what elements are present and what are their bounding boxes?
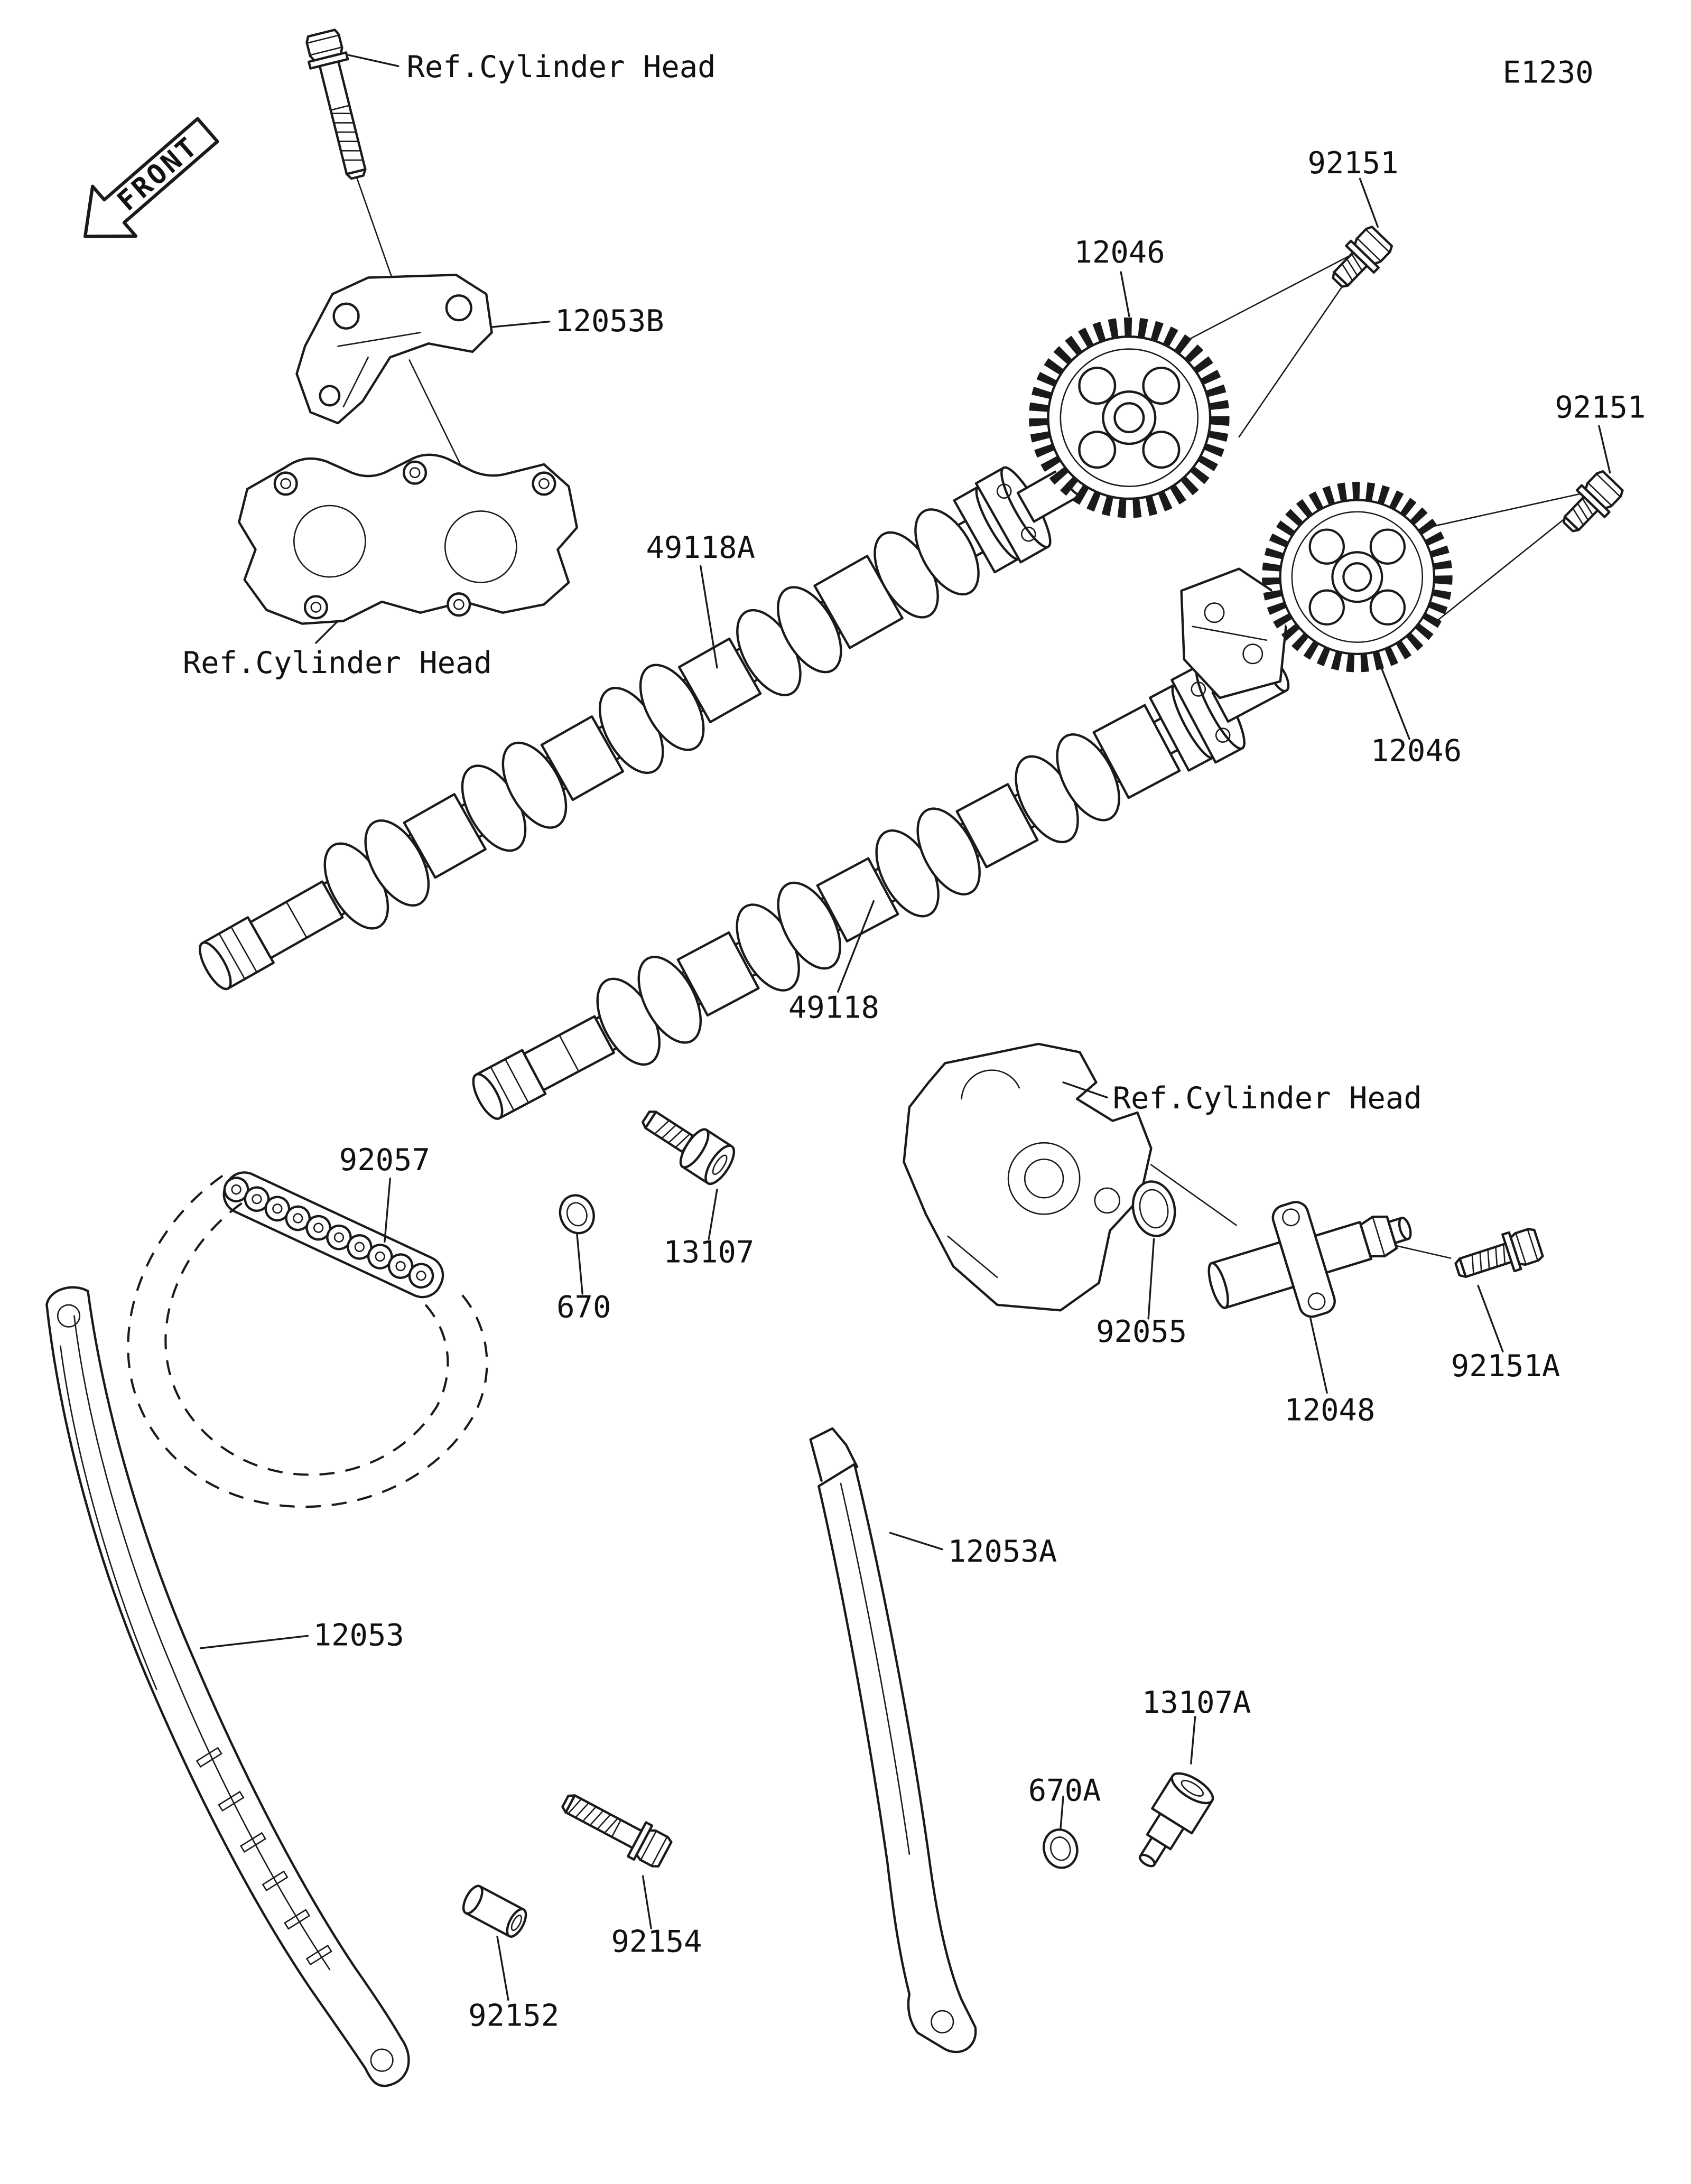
chain-tensioner-12048 bbox=[1207, 1201, 1412, 1318]
front-arrow: FRONT bbox=[83, 117, 219, 238]
label-ref-cylinder-head-top: Ref.Cylinder Head bbox=[406, 50, 716, 85]
bolt-13107-icon bbox=[642, 1110, 736, 1186]
o-ring-670 bbox=[555, 1190, 599, 1238]
bolt-92151a-icon bbox=[1452, 1225, 1545, 1287]
label-12046-bottom: 12046 bbox=[1371, 734, 1462, 769]
label-92152: 92152 bbox=[468, 1999, 559, 2033]
label-670: 670 bbox=[556, 1290, 611, 1324]
label-670a: 670A bbox=[1028, 1773, 1101, 1808]
label-12053b: 12053B bbox=[555, 304, 664, 339]
camshaft-holder-casting bbox=[238, 453, 579, 625]
cam-sprocket-top-12046 bbox=[1038, 327, 1220, 508]
label-92055: 92055 bbox=[1096, 1314, 1187, 1349]
bolt-92154-icon bbox=[556, 1785, 674, 1871]
diagram-code: E1230 bbox=[1503, 55, 1594, 90]
label-12053a: 12053A bbox=[948, 1534, 1057, 1569]
label-92154: 92154 bbox=[611, 1924, 702, 1959]
o-ring-670a bbox=[1039, 1826, 1081, 1871]
label-12053: 12053 bbox=[313, 1618, 404, 1653]
collar-92152-icon bbox=[462, 1884, 527, 1938]
label-92151-top: 92151 bbox=[1307, 146, 1398, 181]
bolt-13107a-icon bbox=[1138, 1772, 1214, 1868]
camshaft-end-plate bbox=[1180, 567, 1290, 699]
label-92151a: 92151A bbox=[1451, 1349, 1560, 1384]
part-labels: Ref.Cylinder Head 12053B 92151 12046 921… bbox=[183, 50, 1646, 2033]
camshaft-exhaust-49118a bbox=[199, 464, 1085, 991]
label-49118: 49118 bbox=[788, 991, 879, 1025]
label-13107a: 13107A bbox=[1142, 1685, 1251, 1720]
leader-lines bbox=[199, 54, 1611, 2001]
label-92151-right: 92151 bbox=[1555, 390, 1646, 425]
chain-loop-dashed-outer bbox=[127, 1174, 488, 1508]
label-49118a: 49118A bbox=[646, 530, 755, 565]
chain-guide-12053 bbox=[45, 1286, 410, 2087]
label-13107: 13107 bbox=[663, 1235, 754, 1270]
cylinder-head-outline-right bbox=[903, 1042, 1153, 1312]
cylinder-head-bolt-icon bbox=[303, 29, 376, 182]
bolt-92151-top-icon bbox=[1324, 223, 1396, 296]
bolt-92151-right-icon bbox=[1555, 468, 1627, 540]
label-92057: 92057 bbox=[339, 1143, 430, 1178]
chain-guide-12053a bbox=[809, 1427, 977, 2054]
o-ring-92055 bbox=[1131, 1180, 1176, 1237]
cam-sprocket-bottom-12046 bbox=[1271, 491, 1443, 663]
label-12046-top: 12046 bbox=[1074, 235, 1165, 270]
bracket-12053b bbox=[295, 274, 493, 425]
label-ref-cylinder-head-right: Ref.Cylinder Head bbox=[1113, 1081, 1422, 1116]
assembly-axis-lines bbox=[356, 178, 1603, 1259]
camshaft-intake-49118 bbox=[472, 660, 1290, 1120]
chain-loop-dashed-inner bbox=[164, 1202, 449, 1476]
label-12048: 12048 bbox=[1284, 1393, 1375, 1427]
front-arrow-label: FRONT bbox=[112, 130, 205, 217]
cam-chain-92057 bbox=[127, 1171, 488, 1508]
label-ref-cylinder-head-left: Ref.Cylinder Head bbox=[183, 646, 492, 680]
